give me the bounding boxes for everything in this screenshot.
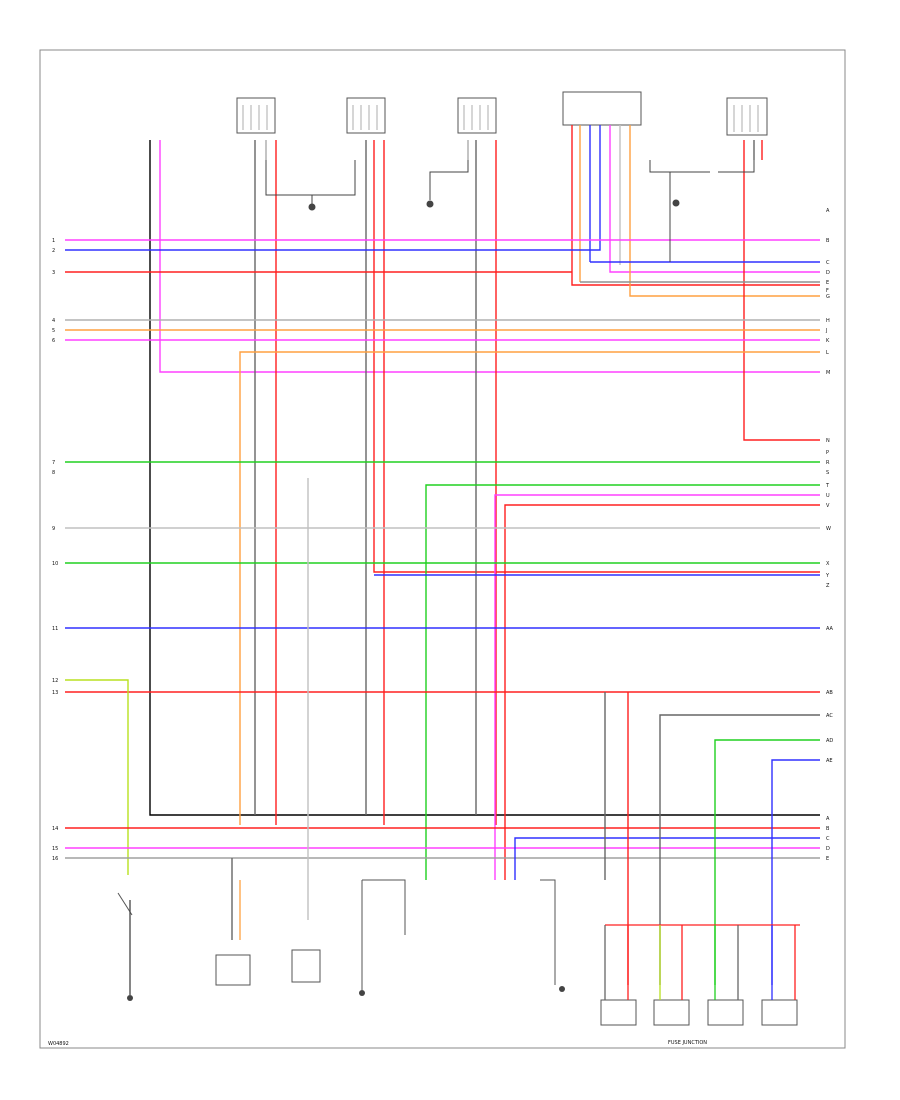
right-pin-label: L [826, 350, 829, 356]
right-pin-label: R [826, 460, 830, 466]
trans-range-sensor-box [215, 954, 251, 986]
right-pin-label: P [826, 450, 829, 456]
left-pin-label: 1 [52, 238, 55, 244]
pcm-connector [562, 91, 642, 126]
ground-trunk-wire [149, 140, 820, 816]
right-pin-label: C [826, 836, 830, 842]
left-pin-label: 4 [52, 318, 55, 324]
right-pin-label: J [825, 328, 827, 334]
right-pin-label: AB [826, 690, 833, 696]
top-connector-lines [242, 105, 759, 132]
right-pin-label: V [826, 503, 830, 509]
page-code: W04892 [48, 1041, 69, 1047]
left-pin-label: 5 [52, 328, 55, 334]
left-pin-label: 16 [52, 856, 58, 862]
right-pin-label: D [826, 846, 830, 852]
right-pin-label: AD [826, 738, 833, 744]
right-pin-label: C [826, 260, 830, 266]
left-pin-label: 12 [52, 678, 58, 684]
right-pin-label: N [826, 438, 830, 444]
ground-dots-bottom [127, 986, 565, 1001]
right-pin-label: U [826, 493, 830, 499]
right-pin-label: E [826, 856, 829, 862]
left-pin-label: 8 [52, 470, 55, 476]
right-pin-label: AE [826, 758, 833, 764]
right-pin-label: AC [826, 713, 833, 719]
left-pin-label: 13 [52, 690, 58, 696]
top-components [236, 91, 768, 136]
fuse-box-3 [707, 999, 744, 1026]
right-pin-label: M [826, 370, 830, 376]
fuse-box-1 [600, 999, 637, 1026]
bottom-components [117, 879, 798, 1026]
horizontal-buses [65, 239, 820, 985]
bus-orange-2 [239, 351, 820, 825]
left-pin-label: 14 [52, 826, 58, 832]
left-pin-label: 11 [52, 626, 58, 632]
right-pin-label: X [826, 561, 830, 567]
right-pin-label: T [825, 483, 830, 489]
ground-symbols [265, 160, 755, 262]
sensor-pink-wire [159, 140, 820, 373]
right-pin-label: S [826, 470, 829, 476]
right-pin-label: B [826, 238, 830, 244]
left-pin-label: 3 [52, 270, 55, 276]
right-pin-label: B [826, 826, 830, 832]
right-pin-label: Z [826, 583, 830, 589]
right-pin-label: H [826, 318, 830, 324]
left-pin-label: 2 [52, 248, 55, 254]
o2-heater-connector [726, 97, 768, 136]
right-pin-label: G [826, 294, 830, 300]
left-pin-label: 9 [52, 526, 55, 532]
right-pin-label: D [826, 270, 830, 276]
fuse-junction-label: FUSE JUNCTION [668, 1040, 707, 1046]
fuse-box-2 [653, 999, 690, 1026]
fuse-junction-wires [129, 880, 800, 1000]
knock-sensor-box [291, 949, 321, 983]
bus-yellow [65, 679, 129, 875]
diagram-border [39, 49, 846, 1049]
left-pin-label: 6 [52, 338, 55, 344]
fuse-box-4 [761, 999, 798, 1026]
right-pin-label: A [826, 208, 830, 214]
right-pin-label: Y [825, 573, 830, 579]
left-pin-label: 10 [52, 561, 58, 567]
right-pin-label: K [826, 338, 830, 344]
right-pin-label: E [826, 280, 829, 286]
left-pin-label: 7 [52, 460, 55, 466]
throttle-sensor-connector [457, 97, 497, 134]
right-pin-label: A [826, 816, 830, 822]
crankshaft-sensor-connector [236, 97, 276, 134]
camshaft-sensor-connector [346, 97, 386, 134]
vertical-wires [65, 125, 820, 825]
right-pin-label: AA [826, 626, 834, 632]
right-pin-label: F [826, 288, 829, 294]
left-pin-label: 15 [52, 846, 58, 852]
right-pin-label: W [826, 526, 831, 532]
